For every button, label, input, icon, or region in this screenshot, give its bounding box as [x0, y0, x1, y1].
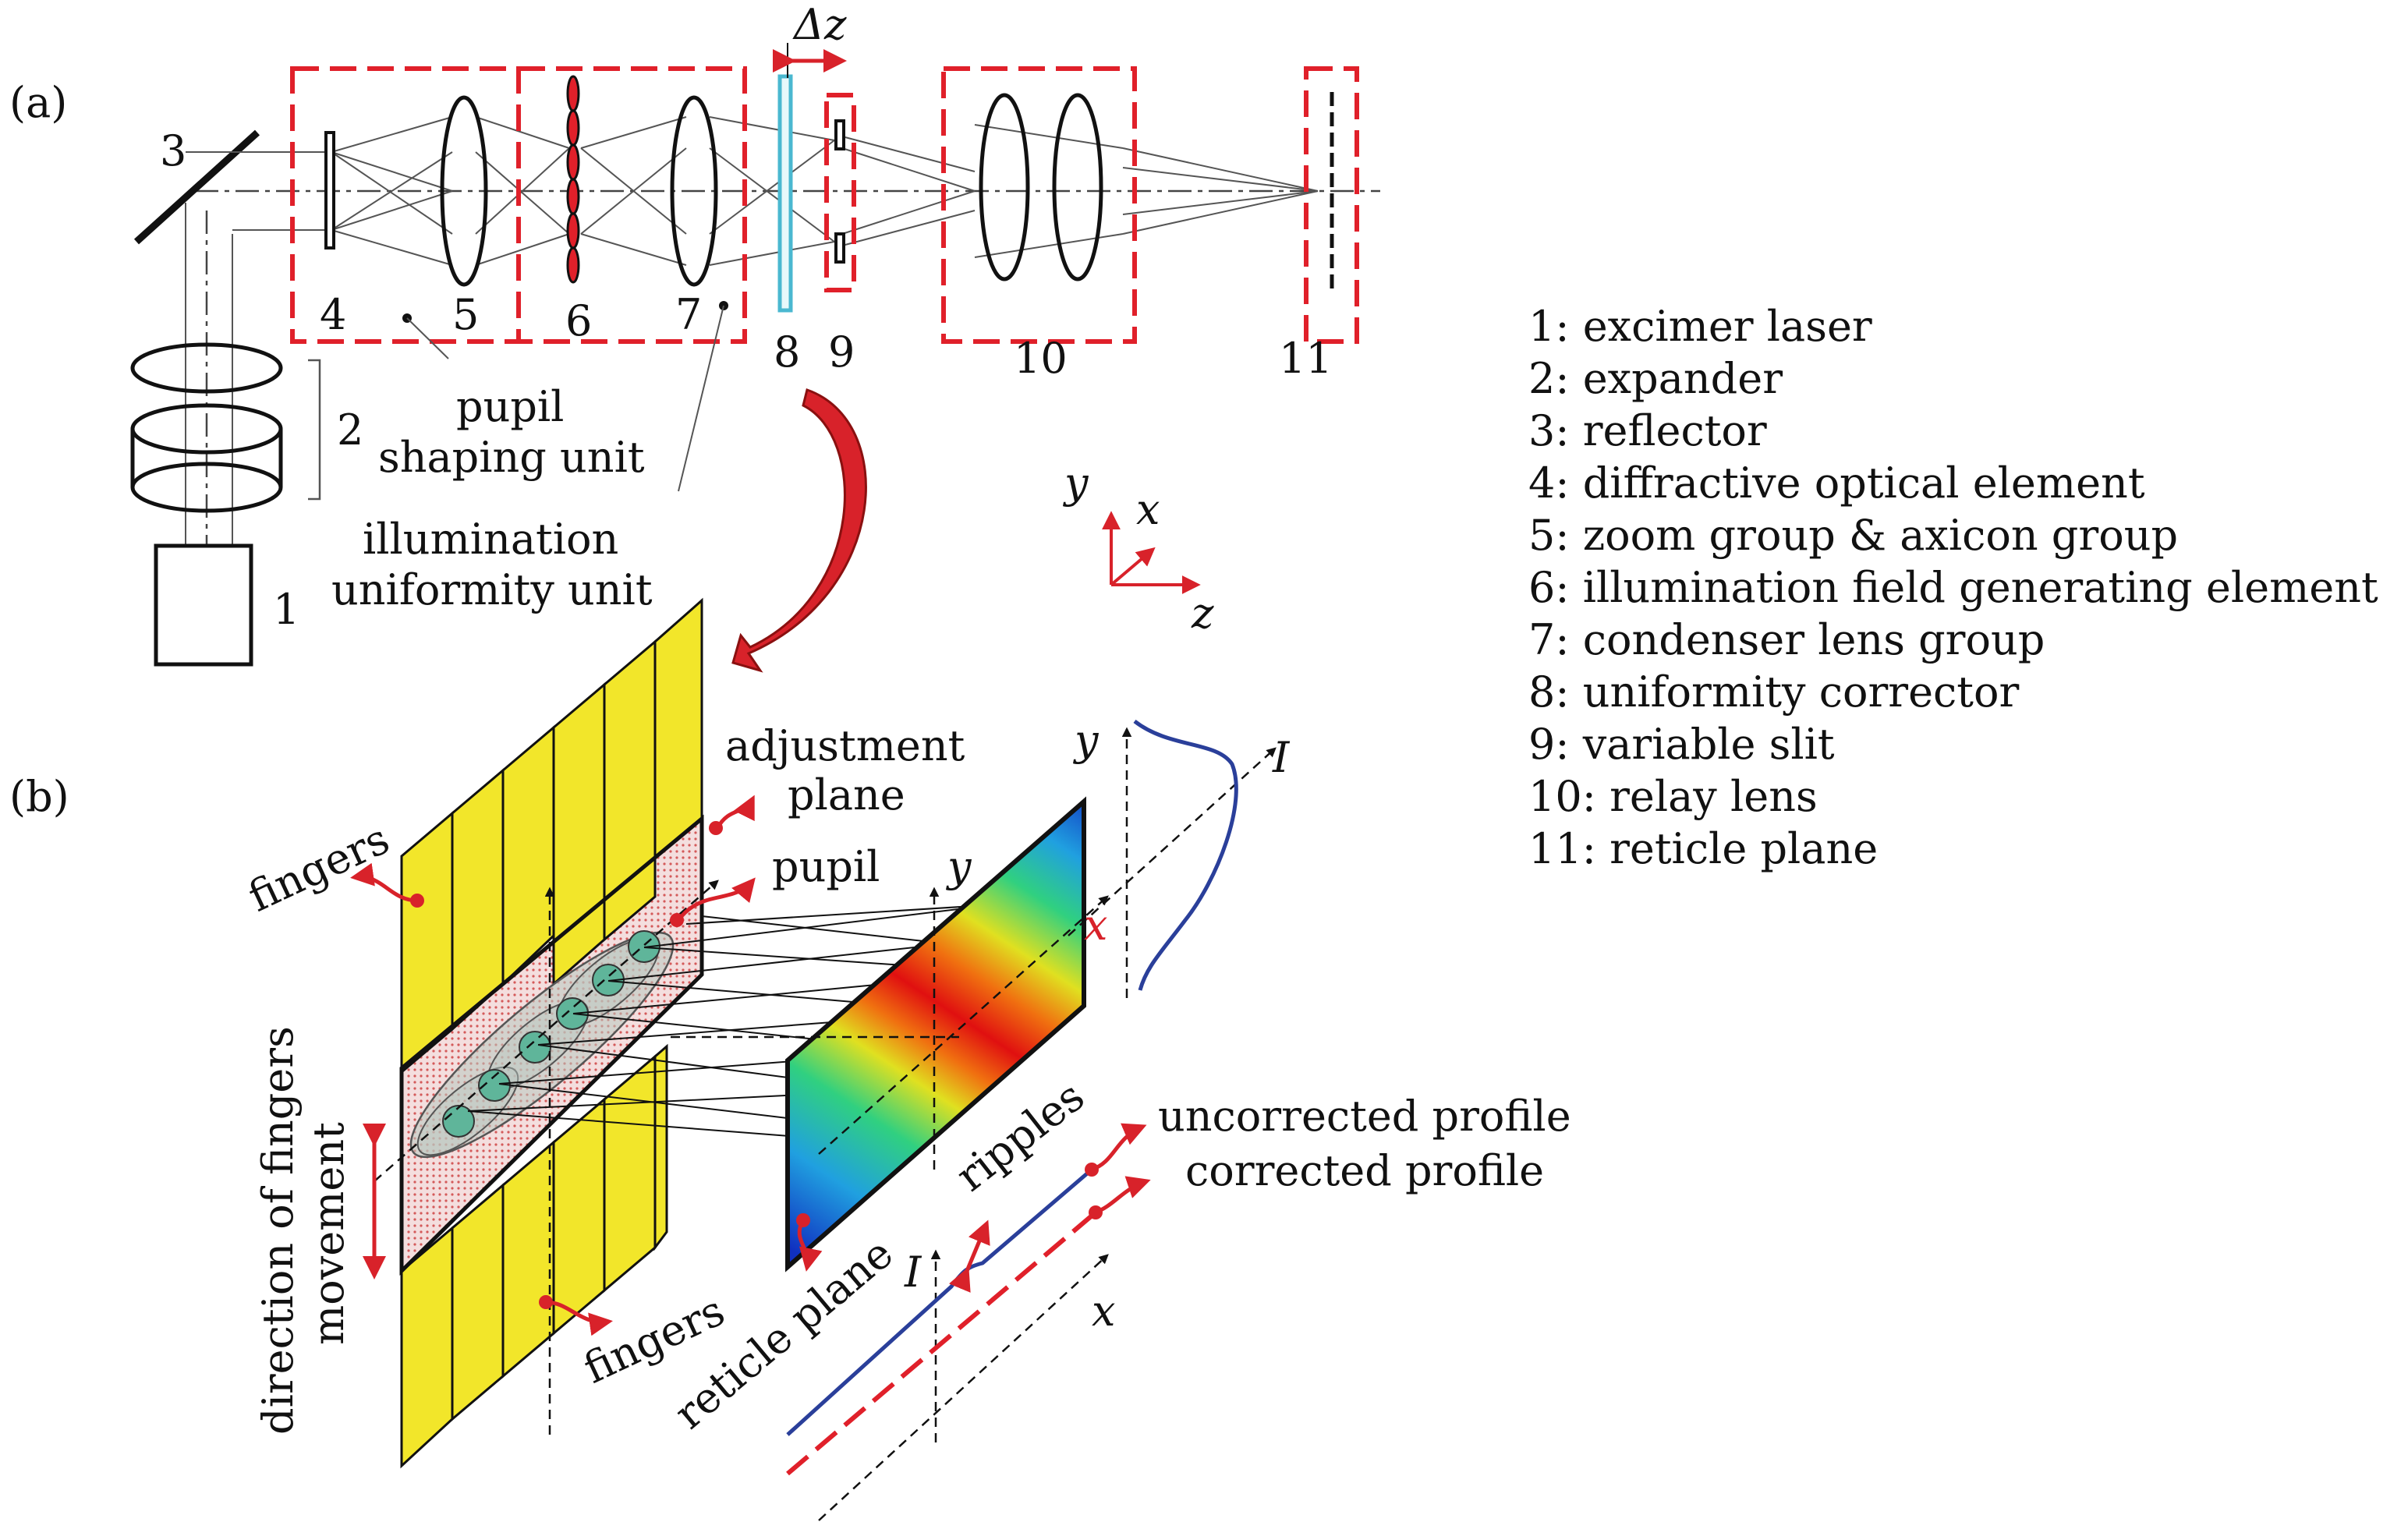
legend-item-1: 1: excimer laser [1528, 302, 1872, 351]
reflector-3 [133, 129, 260, 245]
legend-item-10: 10: relay lens [1528, 772, 1818, 821]
legend-item-11: 11: reticle plane [1528, 824, 1879, 873]
reticle-heatmap [785, 796, 1086, 1272]
legend-item-2: 2: expander [1528, 354, 1783, 403]
legend-item-4: 4: diffractive optical element [1528, 458, 2145, 508]
doe-element-4 [324, 131, 335, 250]
box-reticle-plane [1304, 66, 1359, 344]
pointer-line-pupil [406, 317, 449, 359]
profile-curve [1133, 720, 1238, 991]
direction-label-2: movement [304, 1122, 353, 1345]
fingers-upper [400, 597, 703, 1075]
pointer-line-uniformity [678, 305, 724, 492]
profile-label-y: y [1073, 716, 1100, 765]
relay-lens-b [1052, 93, 1103, 281]
coordinate-triad [1102, 511, 1201, 594]
reticle-y-label: y [946, 842, 972, 891]
fingers-top-label: fingers [241, 814, 397, 922]
box-variable-slit [824, 93, 856, 292]
uncorrected-label: uncorrected profile [1158, 1092, 1571, 1141]
box-uniformity [516, 66, 747, 344]
zoom-arrow [731, 388, 867, 673]
triad-z: z [1191, 589, 1214, 638]
direction-label-1: direction of fingers [253, 1026, 303, 1435]
lens-7 [670, 95, 718, 287]
num-3: 3 [160, 126, 186, 175]
num-2: 2 [337, 405, 363, 455]
slit-blade-top [834, 119, 845, 150]
unit-boxes [290, 66, 1359, 344]
beam-lines-a [185, 116, 1319, 546]
bottom-I-label: I [904, 1248, 922, 1297]
bottom-x-label: x [1092, 1287, 1115, 1336]
pupil-unit-line2: shaping unit [378, 433, 645, 482]
panel-a-label: (a) [9, 78, 67, 127]
num-5: 5 [452, 290, 479, 339]
expander-2 [130, 342, 283, 513]
box-relay-lens [941, 66, 1137, 344]
relay-lens-a [979, 93, 1030, 281]
legend-item-7: 7: condenser lens group [1528, 615, 2045, 664]
corrected-curve [786, 1210, 1097, 1476]
reticle-axis-x [818, 895, 1109, 1155]
profile-label-I: I [1272, 733, 1291, 782]
legend-item-3: 3: reflector [1528, 406, 1767, 455]
legend-item-6: 6: illumination field generating element [1528, 563, 2378, 612]
triad-x: x [1136, 485, 1160, 534]
pupil-label-b: pupil [772, 842, 880, 891]
num-9: 9 [828, 327, 855, 377]
num-8: 8 [774, 327, 800, 377]
num-7: 7 [675, 290, 702, 339]
legend-item-9: 9: variable slit [1528, 720, 1835, 769]
delta-z-label: Δz [792, 0, 847, 49]
adjustment-label-2: plane [788, 770, 905, 819]
fingers-lower [400, 1043, 668, 1469]
reticle-x-label: x [1084, 901, 1107, 950]
bottom-x-axis [818, 1254, 1109, 1521]
uniformity-corrector-8 [777, 74, 793, 313]
excimer-laser-1 [154, 543, 253, 667]
num-1: 1 [273, 585, 299, 634]
slit-blade-bottom [834, 232, 845, 264]
red-pointer-dots [410, 821, 1103, 1309]
num-10: 10 [1014, 334, 1068, 383]
adjustment-label-1: adjustment [725, 721, 965, 770]
adjustment-plane-outline [399, 814, 704, 1276]
legend: 1: excimer laser 2: expander 3: reflecto… [1528, 300, 2402, 875]
uniformity-unit-line1: illumination [363, 515, 618, 564]
fingers-diagonal-axis [374, 880, 719, 1182]
pupil-unit-line1: pupil [456, 382, 564, 431]
num-6: 6 [565, 296, 592, 345]
field-element-6 [566, 75, 580, 284]
panel-b-label: (b) [9, 772, 69, 821]
corrected-label: corrected profile [1185, 1146, 1544, 1195]
legend-item-8: 8: uniformity corrector [1528, 667, 2020, 717]
triad-y: y [1063, 458, 1089, 508]
num-4: 4 [320, 290, 346, 339]
lens-5 [440, 95, 488, 287]
expander-bracket [308, 359, 321, 501]
num-11: 11 [1279, 334, 1333, 383]
uniformity-unit-line2: uniformity unit [331, 565, 653, 614]
legend-item-5: 5: zoom group & axicon group [1528, 511, 2179, 560]
